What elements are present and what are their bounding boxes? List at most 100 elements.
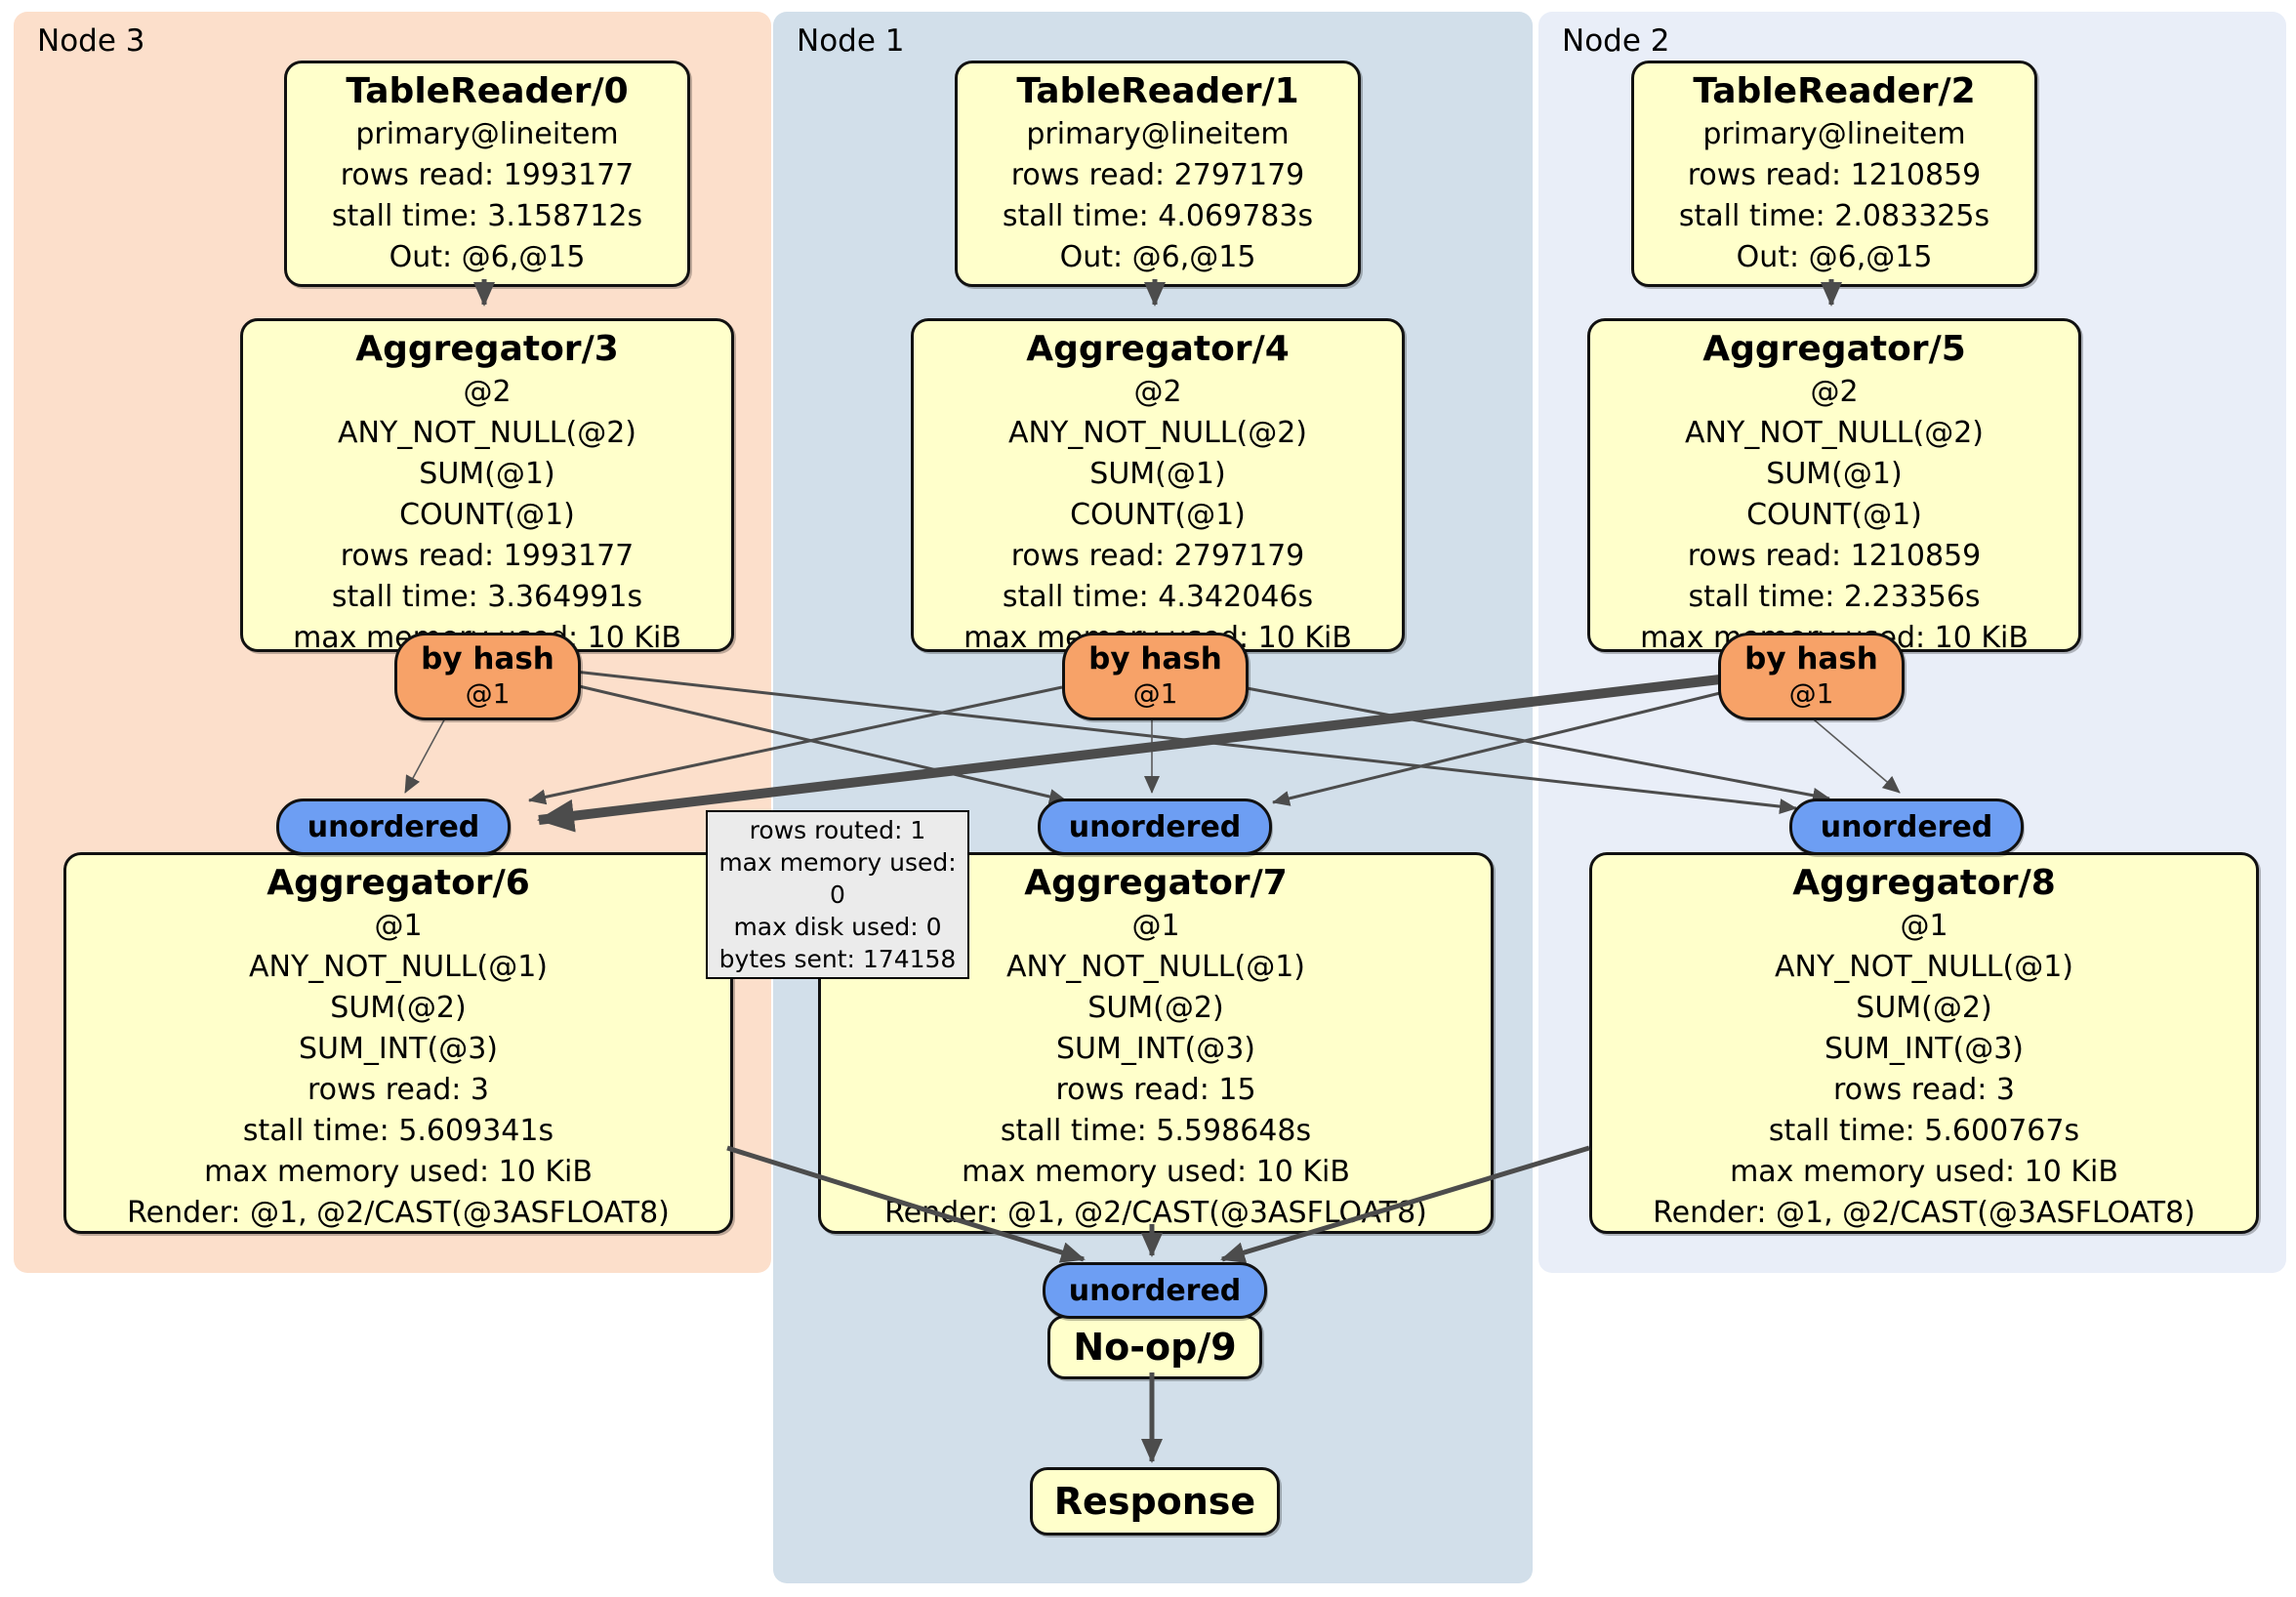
router-hash-key: @1 [1788,677,1834,710]
box-stat-line: primary@lineitem [1026,117,1290,151]
processor-tablereader-0: TableReader/0 primary@lineitem rows read… [284,61,690,287]
box-title: No-op/9 [1073,1326,1237,1369]
box-stat-line: SUM_INT(@3) [1824,1032,2024,1066]
box-stat-line: max memory used: 10 KiB [962,1155,1350,1189]
box-stat-line: ANY_NOT_NULL(@1) [1006,950,1305,984]
box-stat-line: SUM(@1) [419,457,555,491]
box-stat-line: max memory used: 10 KiB [204,1155,593,1189]
box-stat-line: SUM_INT(@3) [1056,1032,1255,1066]
box-stat-line: rows read: 1993177 [340,158,635,192]
box-stat-line: max memory used: 10 KiB [1730,1155,2118,1189]
processor-tablereader-2: TableReader/2 primary@lineitem rows read… [1631,61,2037,287]
box-stat-line: SUM(@2) [1856,991,1992,1025]
sync-label: unordered [1820,809,1993,844]
box-title: Aggregator/6 [266,863,530,903]
box-stat-line: ANY_NOT_NULL(@1) [249,950,548,984]
box-stat-line: primary@lineitem [355,117,619,151]
router-label: by hash [421,641,554,676]
box-title: Aggregator/7 [1024,863,1288,903]
box-stat-line: @2 [1810,375,1859,409]
box-stat-line: stall time: 2.23356s [1688,580,1981,614]
box-stat-line: Render: @1, @2/CAST(@3ASFLOAT8) [1653,1196,2195,1230]
box-stat-line: stall time: 5.609341s [242,1114,554,1148]
box-stat-line: COUNT(@1) [399,498,575,532]
box-stat-line: stall time: 5.600767s [1768,1114,2080,1148]
processor-response: Response [1030,1467,1280,1536]
processor-tablereader-1: TableReader/1 primary@lineitem rows read… [955,61,1361,287]
sync-unordered-node2: unordered [1789,798,2024,855]
sync-unordered-node1: unordered [1038,798,1272,855]
box-title: Aggregator/8 [1792,863,2056,903]
box-title: Aggregator/3 [355,329,619,369]
box-stat-line: @2 [463,375,512,409]
box-stat-line: @1 [1131,909,1180,943]
tooltip-stat-line: bytes sent: 174158 [718,945,957,973]
box-stat-line: Render: @1, @2/CAST(@3ASFLOAT8) [127,1196,670,1230]
tooltip-stat-line: max memory used: 0 [718,848,957,909]
box-stat-line: stall time: 3.364991s [331,580,643,614]
box-stat-line: rows read: 1210859 [1687,158,1982,192]
box-stat-line: ANY_NOT_NULL(@2) [1685,416,1984,450]
box-stat-line: ANY_NOT_NULL(@2) [1008,416,1307,450]
processor-noop-9: No-op/9 [1047,1315,1262,1379]
box-stat-line: ANY_NOT_NULL(@1) [1775,950,2073,984]
box-title: Response [1053,1480,1256,1523]
box-stat-line: stall time: 2.083325s [1678,199,1990,233]
panel-node1-label: Node 1 [797,23,905,59]
box-stat-line: ANY_NOT_NULL(@2) [338,416,636,450]
box-stat-line: rows read: 2797179 [1010,539,1305,573]
box-stat-line: @1 [1900,909,1948,943]
router-label: by hash [1088,641,1222,676]
router-hash-key: @1 [1132,677,1178,710]
sync-label: unordered [1068,809,1242,844]
router-by-hash-node3: by hash @1 [394,633,581,720]
sync-unordered-final: unordered [1043,1262,1267,1319]
box-stat-line: SUM(@1) [1766,457,1903,491]
box-stat-line: SUM(@2) [1087,991,1224,1025]
box-stat-line: Out: @6,@15 [1059,240,1256,274]
router-by-hash-node1: by hash @1 [1062,633,1249,720]
processor-aggregator-3: Aggregator/3 @2 ANY_NOT_NULL(@2) SUM(@1)… [240,318,734,655]
sync-unordered-node3: unordered [276,798,511,855]
sync-label: unordered [307,809,480,844]
box-stat-line: Out: @6,@15 [1736,240,1933,274]
box-stat-line: rows read: 15 [1055,1073,1256,1107]
box-stat-line: stall time: 3.158712s [331,199,643,233]
panel-node3-label: Node 3 [37,23,145,59]
panel-node2-label: Node 2 [1562,23,1670,59]
box-title: TableReader/1 [1016,71,1299,111]
box-stat-line: rows read: 3 [307,1073,490,1107]
box-stat-line: Out: @6,@15 [389,240,586,274]
box-stat-line: @1 [374,909,423,943]
box-stat-line: rows read: 2797179 [1010,158,1305,192]
tooltip-stat-line: rows routed: 1 [749,816,926,844]
processor-aggregator-6: Aggregator/6 @1 ANY_NOT_NULL(@1) SUM(@2)… [63,852,733,1234]
router-by-hash-node2: by hash @1 [1718,633,1905,720]
box-stat-line: SUM_INT(@3) [299,1032,498,1066]
box-stat-line: rows read: 1210859 [1687,539,1982,573]
box-stat-line: @2 [1133,375,1182,409]
processor-aggregator-4: Aggregator/4 @2 ANY_NOT_NULL(@2) SUM(@1)… [911,318,1405,655]
box-stat-line: COUNT(@1) [1746,498,1922,532]
box-stat-line: stall time: 4.342046s [1002,580,1314,614]
edge-stats-tooltip: rows routed: 1 max memory used: 0 max di… [706,810,969,979]
box-stat-line: stall time: 4.069783s [1002,199,1314,233]
box-stat-line: Render: @1, @2/CAST(@3ASFLOAT8) [884,1196,1427,1230]
sync-label: unordered [1068,1273,1242,1308]
tooltip-stat-line: max disk used: 0 [733,913,942,941]
box-title: Aggregator/5 [1702,329,1966,369]
box-stat-line: rows read: 3 [1832,1073,2016,1107]
box-stat-line: COUNT(@1) [1070,498,1246,532]
processor-aggregator-8: Aggregator/8 @1 ANY_NOT_NULL(@1) SUM(@2)… [1589,852,2259,1234]
router-label: by hash [1744,641,1878,676]
box-stat-line: rows read: 1993177 [340,539,635,573]
box-title: Aggregator/4 [1026,329,1290,369]
box-stat-line: SUM(@2) [330,991,467,1025]
box-stat-line: primary@lineitem [1702,117,1966,151]
processor-aggregator-5: Aggregator/5 @2 ANY_NOT_NULL(@2) SUM(@1)… [1587,318,2081,655]
router-hash-key: @1 [465,677,511,710]
box-stat-line: stall time: 5.598648s [1000,1114,1312,1148]
box-title: TableReader/0 [346,71,629,111]
box-title: TableReader/2 [1693,71,1976,111]
